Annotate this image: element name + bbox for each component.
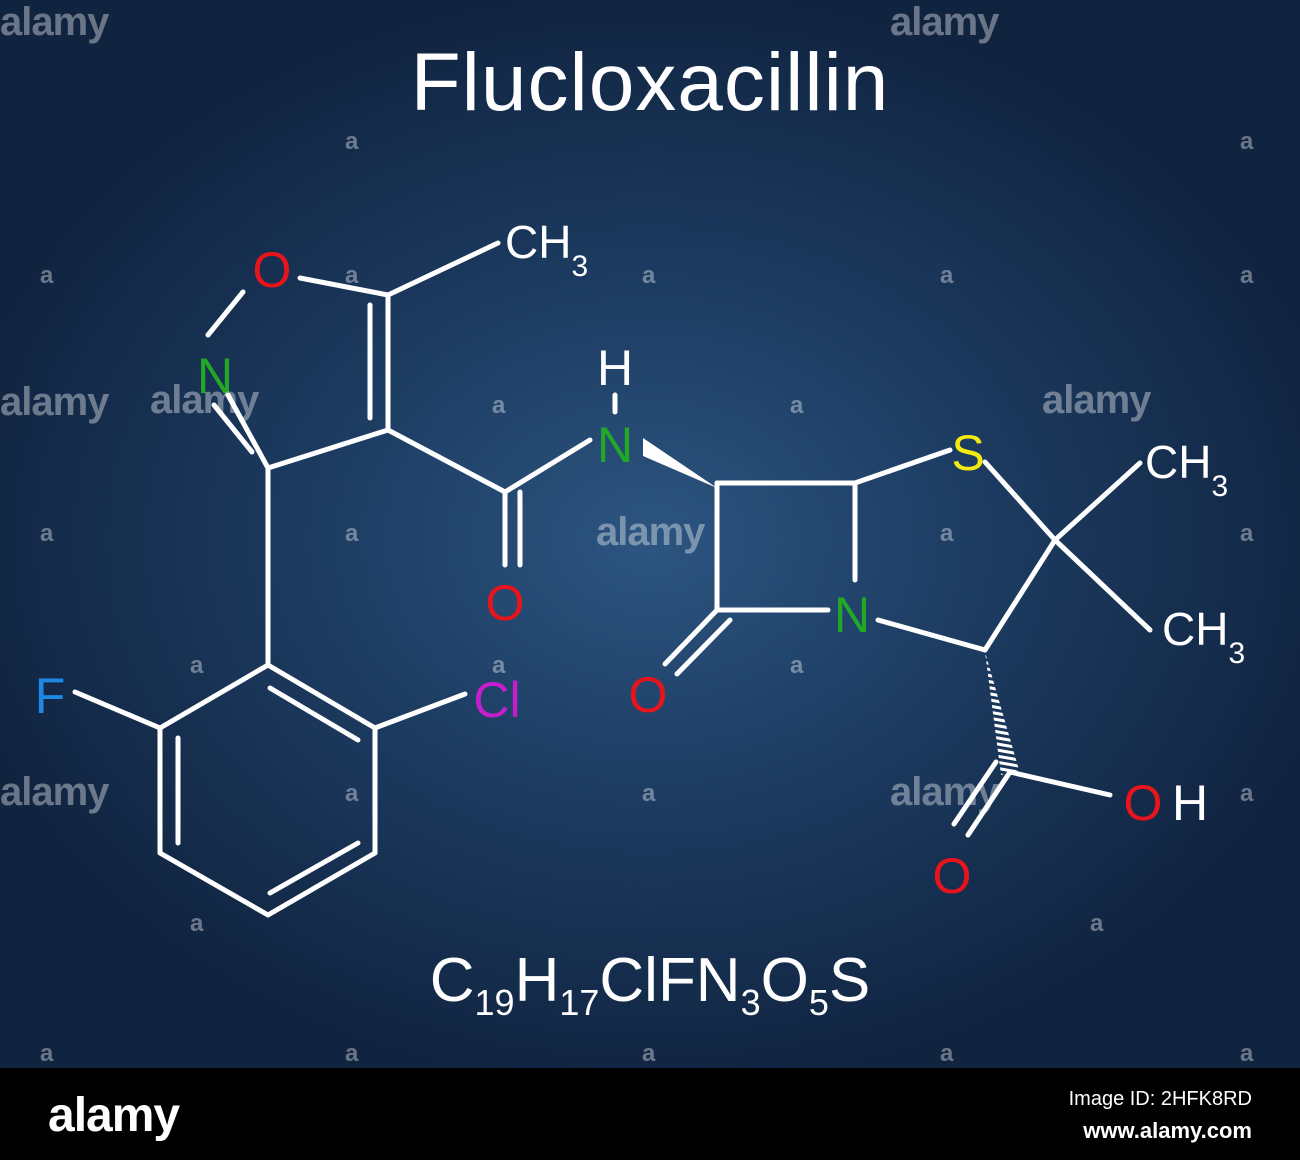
- watermark-mark: a: [345, 780, 359, 807]
- bond-c4-carbonyl: [385, 427, 508, 495]
- bond-ph-1-2: [265, 662, 378, 731]
- bond-c-oh: [1007, 769, 1113, 798]
- bond-c-o-inner: [951, 759, 999, 827]
- watermark-brand: alamy: [1042, 378, 1151, 422]
- bond-n-o: [205, 289, 246, 338]
- watermark-mark: a: [492, 652, 506, 679]
- watermark-mark: a: [790, 652, 804, 679]
- watermark-brand: alamy: [890, 0, 999, 44]
- watermark-mark: a: [345, 128, 359, 155]
- bond-c2-methyl-top: [1052, 460, 1143, 543]
- watermark-mark: a: [940, 520, 954, 547]
- watermark-mark: a: [940, 1040, 954, 1067]
- atom-chlorine: Cl: [473, 672, 520, 728]
- bond-c5-methyl: [385, 240, 501, 298]
- atom-acid-double-oxygen: O: [933, 848, 972, 904]
- watermark-mark: a: [492, 392, 506, 419]
- bond-ph-3-4: [265, 850, 378, 918]
- watermark-mark: a: [642, 780, 656, 807]
- compound-title: Flucloxacillin: [410, 37, 890, 128]
- bond-c4-c3: [265, 427, 391, 471]
- watermark-mark: a: [642, 1040, 656, 1067]
- diagram-canvas: Flucloxacillin: [0, 0, 1300, 1068]
- watermark-mark: a: [345, 1040, 359, 1067]
- watermark-brand: alamy: [0, 0, 109, 44]
- watermark-mark: a: [40, 1040, 54, 1067]
- bond-c2-c3: [982, 537, 1058, 653]
- footer-logo: alamy: [48, 1089, 180, 1142]
- watermark-brand: alamy: [0, 770, 109, 814]
- watermark-mark: a: [940, 262, 954, 289]
- bond-c-o: [965, 769, 1013, 838]
- bond-ph-cl: [372, 691, 468, 731]
- watermark-mark: a: [1240, 520, 1254, 547]
- atom-sulfur: S: [951, 425, 984, 481]
- bond-lactam-co-inner: [674, 617, 733, 677]
- watermark-mark: a: [1240, 780, 1254, 807]
- bond-c2-methyl-bottom: [1052, 537, 1153, 633]
- bond-s-c2: [982, 459, 1058, 543]
- watermark-mark: a: [790, 392, 804, 419]
- bond-carbonyl-n: [502, 437, 593, 495]
- bond-o-c5: [297, 275, 391, 298]
- watermark-mark: a: [40, 262, 54, 289]
- atom-lactam-nitrogen: N: [834, 587, 870, 643]
- atom-amide-hydrogen: H: [597, 340, 633, 396]
- atom-isoxazole-oxygen: O: [253, 242, 292, 298]
- watermark-mark: a: [1090, 910, 1104, 937]
- methyl-group-top: CH3: [1145, 436, 1228, 503]
- watermark-brand: alamy: [596, 510, 705, 554]
- bond-c5-s: [852, 447, 953, 486]
- bond-c3-n: [875, 617, 988, 653]
- atom-lactam-oxygen: O: [629, 667, 668, 723]
- watermark-mark: a: [345, 262, 359, 289]
- atom-amide-nitrogen: N: [597, 417, 633, 473]
- watermark-brand: alamy: [0, 380, 109, 424]
- molecular-formula: C19H17ClFN3O5S: [429, 946, 871, 1023]
- methyl-group-bottom: CH3: [1162, 603, 1245, 670]
- wedge-bond: [643, 438, 717, 488]
- watermark-mark: a: [1240, 1040, 1254, 1067]
- bond-ph-3-4-inner: [267, 840, 361, 896]
- atom-fluorine: F: [35, 668, 66, 724]
- bond-c3-n-inner: [211, 402, 255, 455]
- bond-lactam-co: [662, 607, 720, 667]
- atom-amide-oxygen: O: [486, 575, 525, 631]
- bond-c3-n: [225, 392, 271, 471]
- watermark-brand: alamy: [890, 770, 999, 814]
- site-url: www.alamy.com: [1083, 1118, 1252, 1143]
- watermark-mark: a: [1240, 128, 1254, 155]
- watermark-brand: alamy: [150, 378, 259, 422]
- watermark-mark: a: [1240, 262, 1254, 289]
- watermark-mark: a: [40, 520, 54, 547]
- watermark-mark: a: [642, 262, 656, 289]
- atom-acid-hydroxyl-hydrogen: H: [1172, 775, 1208, 831]
- watermark-mark: a: [190, 910, 204, 937]
- image-id-label: Image ID: 2HFK8RD: [1068, 1088, 1252, 1110]
- methyl-group-isoxazole: CH3: [505, 216, 588, 283]
- bond-ph-f: [72, 689, 163, 731]
- bond-ph-6-1: [157, 662, 271, 731]
- hashed-bond: [985, 652, 1019, 775]
- bond-ph-1-2-inner: [267, 685, 361, 743]
- bond-ph-4-5: [157, 850, 271, 918]
- stock-footer-bar: alamy Image ID: 2HFK8RD www.alamy.com: [0, 1068, 1300, 1160]
- watermark-mark: a: [190, 652, 204, 679]
- watermark-mark: a: [345, 520, 359, 547]
- structural-formula: O N H N O S N O O O H F Cl CH3 CH3 CH3: [35, 216, 1245, 918]
- atom-isoxazole-nitrogen: N: [197, 348, 233, 404]
- atom-acid-hydroxyl-oxygen: O: [1124, 775, 1163, 831]
